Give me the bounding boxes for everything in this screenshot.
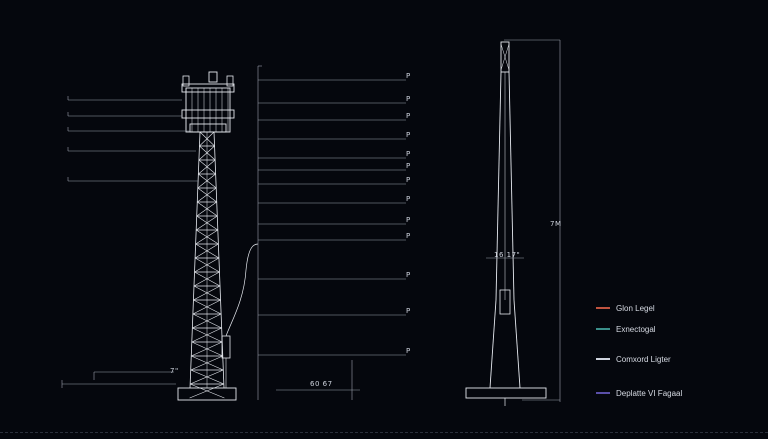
tower-brace xyxy=(198,159,216,175)
antenna-mast-top xyxy=(208,71,218,83)
callout-mark: P xyxy=(406,232,411,240)
tower-base-pad xyxy=(177,387,237,401)
legend-swatch xyxy=(596,328,610,330)
left-dimension-label: 7" xyxy=(170,367,179,375)
legend-label: Glon Legel xyxy=(616,303,655,313)
tower-brace xyxy=(197,187,217,203)
tower-brace xyxy=(194,257,220,273)
pole-right-edge xyxy=(508,71,515,301)
legend-item: Exnectogal xyxy=(596,323,656,335)
legend-item: Deplatte VI Fagaal xyxy=(596,387,682,399)
tower-brace xyxy=(199,131,215,147)
mid-dimension-label: 16 17" xyxy=(494,251,521,259)
legend-item: Glon Legel xyxy=(596,302,655,314)
antenna-ring-bottom xyxy=(189,123,227,133)
tower-brace xyxy=(199,131,215,147)
callout-mark: P xyxy=(406,150,411,158)
antenna-ring-top xyxy=(181,83,235,93)
tower-brace xyxy=(191,341,223,357)
legend-label: Deplatte VI Fagaal xyxy=(616,388,683,398)
tower-brace xyxy=(199,145,216,161)
height-dimension-label: 7M xyxy=(550,220,562,228)
callout-mark: P xyxy=(406,176,411,184)
tower-brace xyxy=(198,159,216,175)
legend-item: Comxord Ligter xyxy=(596,353,671,365)
callout-mark: P xyxy=(406,347,411,355)
pole-top-brace xyxy=(500,43,510,71)
legend-label: Comxord Ligter xyxy=(616,354,671,364)
tower-brace xyxy=(196,215,218,231)
tower-brace xyxy=(190,369,224,385)
tower-brace xyxy=(198,145,215,161)
sheet-border xyxy=(0,432,768,434)
tower-brace xyxy=(194,243,219,259)
tower-leg-left xyxy=(189,131,201,389)
callout-mark: P xyxy=(406,195,411,203)
legend-label: Exnectogal xyxy=(616,324,656,334)
callout-mark: P xyxy=(406,131,411,139)
legend-swatch xyxy=(596,307,610,309)
tower-brace xyxy=(197,173,216,189)
antenna-left xyxy=(182,75,190,87)
tower-brace xyxy=(197,187,217,203)
pole-left-edge xyxy=(495,71,502,301)
tower-brace xyxy=(197,201,218,217)
tower-brace xyxy=(195,229,218,245)
tower-brace xyxy=(190,355,223,371)
tower-brace xyxy=(193,285,221,301)
equipment-box xyxy=(221,335,231,359)
antenna-right xyxy=(226,75,234,87)
tower-brace xyxy=(192,313,222,329)
tower-brace xyxy=(198,173,217,189)
legend-swatch xyxy=(596,392,610,394)
callout-mark: P xyxy=(406,216,411,224)
pole-base-left xyxy=(489,299,497,389)
base-dimension-label: 60 67 xyxy=(310,380,333,388)
callout-mark: P xyxy=(406,95,411,103)
legend-swatch xyxy=(596,358,610,360)
pole-base-right xyxy=(513,299,521,389)
feed-cable xyxy=(225,243,259,337)
tower-brace xyxy=(196,201,217,217)
tower-brace xyxy=(192,299,221,315)
pole-footing xyxy=(465,387,547,399)
tower-brace xyxy=(189,383,224,399)
antenna-ring-mid xyxy=(181,109,235,119)
callout-mark: P xyxy=(406,271,411,279)
callout-mark: P xyxy=(406,307,411,315)
tower-brace xyxy=(191,327,222,343)
tower-brace xyxy=(196,215,218,231)
tower-brace xyxy=(193,271,220,287)
callout-mark: P xyxy=(406,162,411,170)
callout-mark: P xyxy=(406,112,411,120)
pole-access-panel xyxy=(499,289,511,315)
callout-mark: P xyxy=(406,72,411,80)
